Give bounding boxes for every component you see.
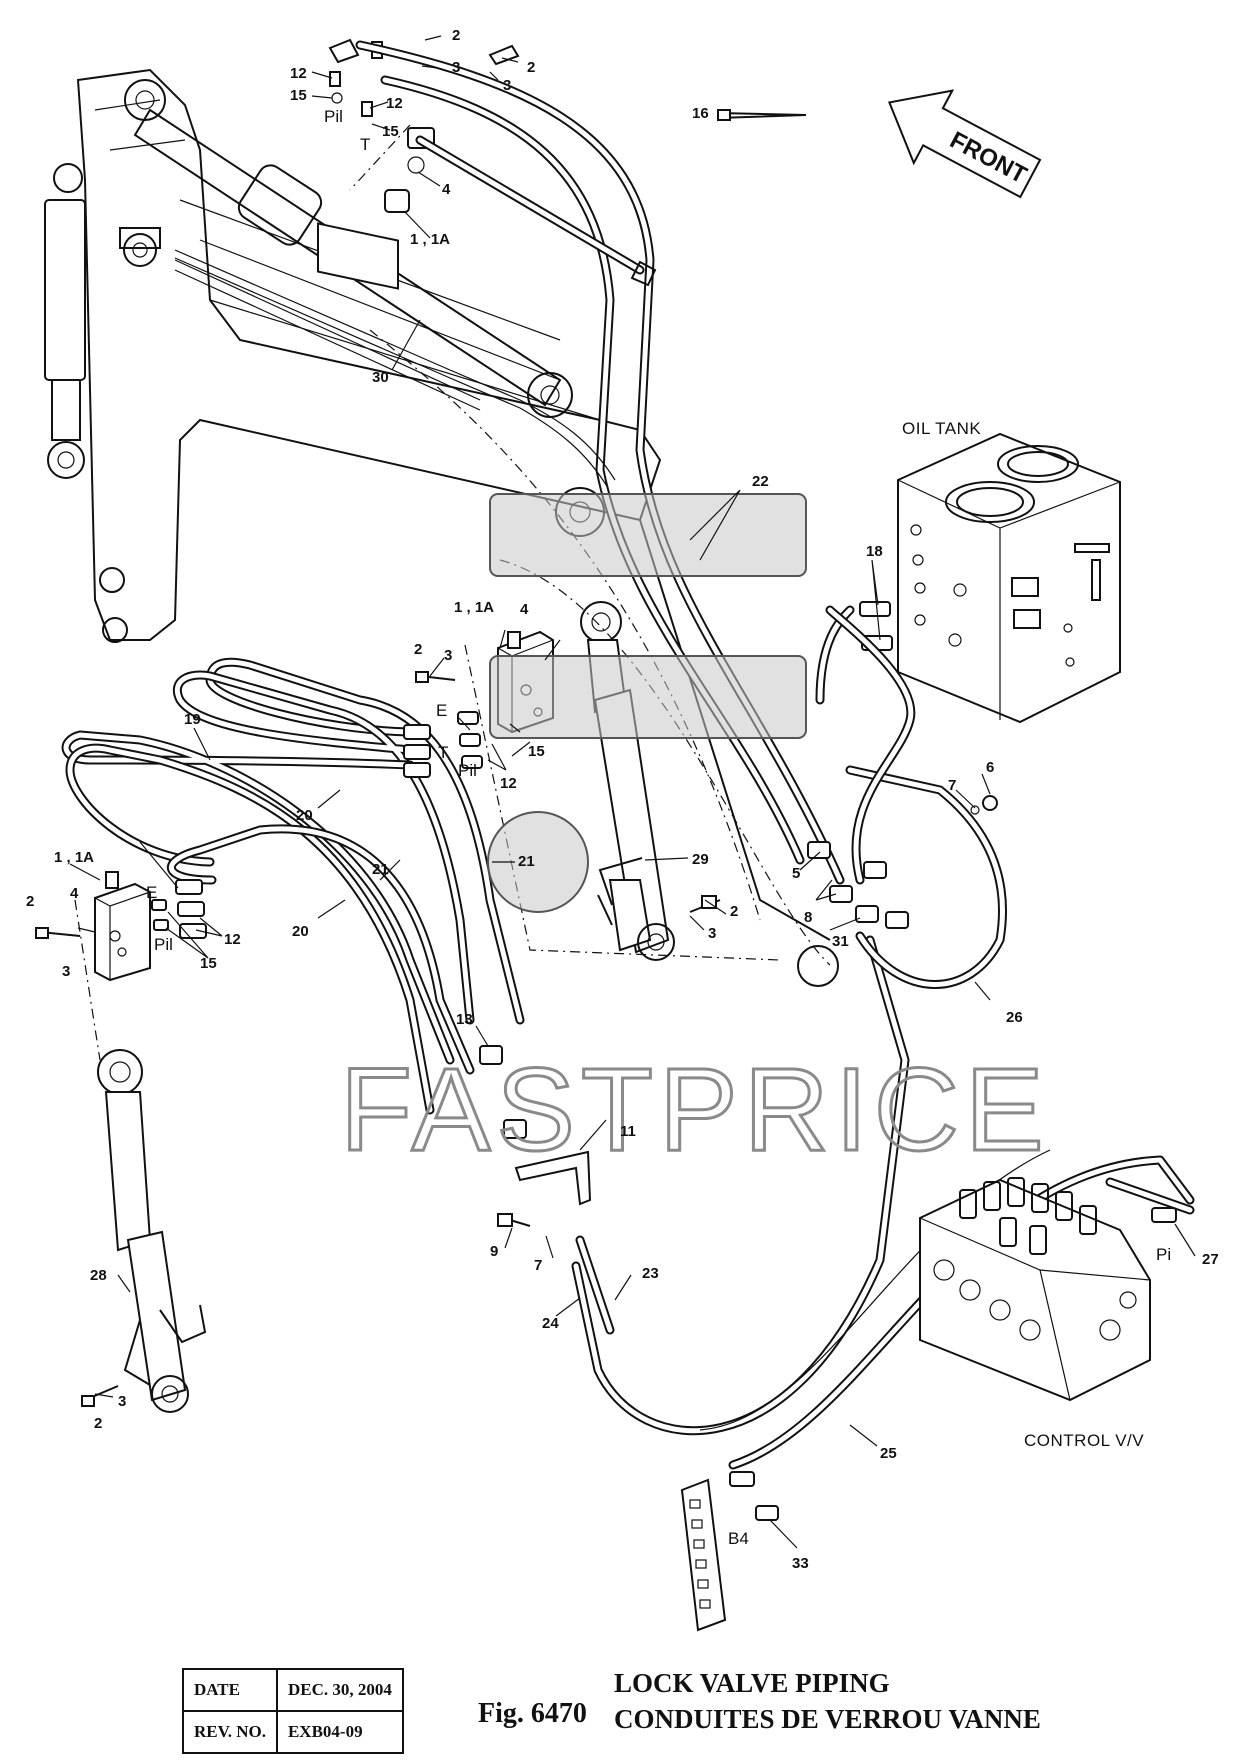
left-lock-valve bbox=[35, 871, 207, 982]
port-pi: Pi bbox=[1156, 1245, 1171, 1264]
callout-21: 21 bbox=[518, 853, 535, 870]
callout-21: 21 bbox=[372, 861, 389, 878]
port-e: E bbox=[146, 883, 157, 902]
leader-lines bbox=[69, 35, 1196, 1549]
callouts: 2 3 2 3 12 15 12 15 4 1 , 1A 16 30 22 18… bbox=[26, 27, 1219, 1572]
callout-12: 12 bbox=[224, 931, 241, 948]
callout-9: 9 bbox=[490, 1243, 498, 1260]
callout-31: 31 bbox=[832, 933, 849, 950]
port-e: E bbox=[436, 701, 447, 720]
callout-3: 3 bbox=[452, 59, 460, 76]
callout-15: 15 bbox=[290, 87, 307, 104]
figure-title-en: LOCK VALVE PIPING bbox=[614, 1668, 890, 1698]
callout-3: 3 bbox=[62, 963, 70, 980]
overlay-boxes bbox=[487, 493, 807, 913]
connection-fittings bbox=[807, 795, 998, 929]
callout-lock-valve: 1 , 1A bbox=[454, 599, 494, 616]
callout-33: 33 bbox=[792, 1555, 809, 1572]
callout-19: 19 bbox=[184, 711, 201, 728]
control-valve-label: CONTROL V/V bbox=[1024, 1431, 1144, 1450]
callout-25: 25 bbox=[880, 1445, 897, 1462]
tee-fittings-bracket bbox=[479, 1045, 592, 1227]
port-pil: Pil bbox=[154, 935, 173, 954]
rev-label: REV. NO. bbox=[182, 1710, 278, 1754]
callout-29: 29 bbox=[692, 851, 709, 868]
port-t: T bbox=[438, 743, 448, 762]
callout-3: 3 bbox=[708, 925, 716, 942]
callout-8: 8 bbox=[804, 909, 812, 926]
callout-24: 24 bbox=[542, 1315, 559, 1332]
callout-18: 18 bbox=[866, 543, 883, 560]
callout-2: 2 bbox=[94, 1415, 102, 1432]
callout-27: 27 bbox=[1202, 1251, 1219, 1268]
control-valve bbox=[919, 1177, 1177, 1402]
callout-20: 20 bbox=[292, 923, 309, 940]
callout-2: 2 bbox=[414, 641, 422, 658]
callout-3: 3 bbox=[503, 77, 511, 94]
callout-2: 2 bbox=[730, 903, 738, 920]
callout-15: 15 bbox=[528, 743, 545, 760]
callout-30: 30 bbox=[372, 369, 389, 386]
callout-26: 26 bbox=[1006, 1009, 1023, 1026]
callout-20: 20 bbox=[296, 807, 313, 824]
callout-3: 3 bbox=[118, 1393, 126, 1410]
date-value: DEC. 30, 2004 bbox=[275, 1668, 404, 1712]
top-hoses bbox=[174, 40, 845, 885]
callout-2: 2 bbox=[527, 59, 535, 76]
callout-12: 12 bbox=[290, 65, 307, 82]
callout-2: 2 bbox=[26, 893, 34, 910]
port-t: T bbox=[360, 135, 370, 154]
top-lock-valve bbox=[317, 38, 520, 290]
cable-tie-16 bbox=[717, 109, 807, 121]
callout-3: 3 bbox=[444, 647, 452, 664]
port-pil: Pil bbox=[324, 107, 343, 126]
port-labels: Pil T E T Pil E Pil Pi B4 bbox=[146, 107, 1171, 1548]
port-b4: B4 bbox=[728, 1529, 749, 1548]
callout-16: 16 bbox=[692, 105, 709, 122]
callout-12: 12 bbox=[386, 95, 403, 112]
callout-15: 15 bbox=[382, 123, 399, 140]
figure-number: Fig. 6470 bbox=[478, 1698, 587, 1729]
oil-tank bbox=[897, 432, 1121, 724]
callout-22: 22 bbox=[752, 473, 769, 490]
callout-6: 6 bbox=[986, 759, 994, 776]
callout-11: 11 bbox=[620, 1123, 636, 1140]
callout-15: 15 bbox=[200, 955, 217, 972]
callout-28: 28 bbox=[90, 1267, 107, 1284]
callout-7: 7 bbox=[534, 1257, 542, 1274]
callout-23: 23 bbox=[642, 1265, 659, 1282]
callout-13: 13 bbox=[456, 1011, 473, 1028]
callout-lock-valve: 1 , 1A bbox=[54, 849, 94, 866]
callout-4: 4 bbox=[70, 885, 79, 902]
mid-hoses bbox=[61, 657, 525, 1115]
oil-tank-label: OIL TANK bbox=[902, 419, 981, 438]
callout-5: 5 bbox=[792, 865, 800, 882]
watermark: FASTPRICE bbox=[340, 1044, 1050, 1176]
b4-port-panel bbox=[680, 1471, 779, 1632]
mid-fittings bbox=[403, 711, 483, 778]
front-direction-arrow: FRONT bbox=[887, 89, 1042, 199]
callout-lock-valve: 1 , 1A bbox=[410, 231, 450, 248]
callout-4: 4 bbox=[442, 181, 451, 198]
callout-12: 12 bbox=[500, 775, 517, 792]
center-lines bbox=[74, 124, 831, 1061]
callout-4: 4 bbox=[520, 601, 529, 618]
port-pil: Pil bbox=[458, 761, 477, 780]
callout-2: 2 bbox=[452, 27, 460, 44]
date-label: DATE bbox=[182, 1668, 278, 1712]
title-block: DATE DEC. 30, 2004 REV. NO. EXB04-09 bbox=[182, 1668, 404, 1754]
bucket-cylinder bbox=[81, 1049, 207, 1413]
rev-value: EXB04-09 bbox=[275, 1710, 404, 1754]
figure-title-fr: CONDUITES DE VERROU VANNE bbox=[614, 1704, 1041, 1734]
callout-7: 7 bbox=[948, 777, 956, 794]
